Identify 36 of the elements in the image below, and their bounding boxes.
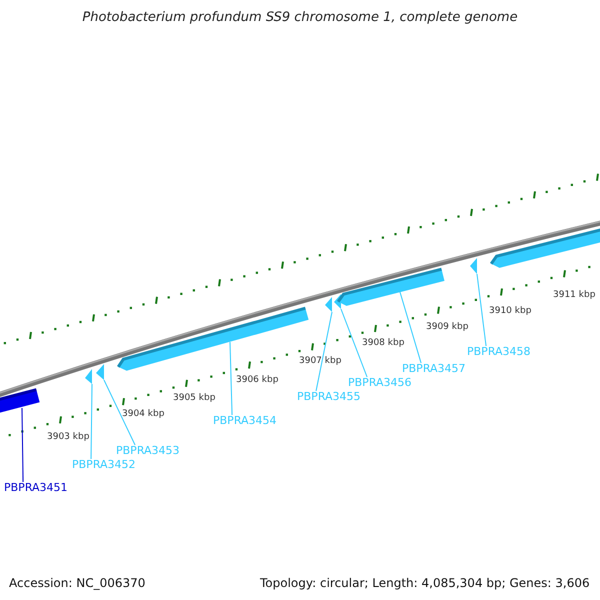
scale-label: 3907 kbp bbox=[299, 356, 342, 367]
scale-label: 3911 kbp bbox=[553, 290, 596, 301]
scale-label: 3903 kbp bbox=[47, 432, 90, 443]
title: Photobacterium profundum SS9 chromosome 1, complete genome bbox=[81, 10, 519, 26]
leader-line bbox=[476, 274, 487, 346]
gene-label: PBPRA3457 bbox=[402, 362, 466, 376]
scale-label: 3905 kbp bbox=[173, 393, 216, 404]
leader-line bbox=[340, 308, 368, 378]
gene-label: PBPRA3453 bbox=[116, 444, 180, 458]
gene-label: PBPRA3452 bbox=[72, 458, 136, 472]
gene-label: PBPRA3456 bbox=[348, 376, 412, 390]
leader-line bbox=[104, 380, 136, 446]
gene-feature bbox=[96, 364, 104, 380]
scale-label: 3909 kbp bbox=[426, 322, 468, 333]
footer-text: Accession: NC_006370 bbox=[9, 576, 146, 590]
scale-label: 3910 kbp bbox=[489, 306, 532, 317]
scale-label: 3906 kbp bbox=[236, 375, 278, 386]
leader-line bbox=[316, 312, 332, 392]
gene-label: PBPRA3455 bbox=[297, 390, 361, 404]
gene-label: PBPRA3454 bbox=[213, 414, 277, 428]
leader-line bbox=[400, 292, 422, 364]
scale-label: 3904 kbp bbox=[122, 409, 164, 420]
scale-label: 3908 kbp bbox=[362, 338, 404, 349]
gene-feature bbox=[336, 268, 444, 306]
gene-feature bbox=[85, 369, 92, 384]
footer-text: Topology: circular; Length: 4,085,304 bp; Genes: 3,606 bbox=[260, 576, 590, 590]
gene-feature bbox=[325, 297, 332, 312]
gene-label: PBPRA3458 bbox=[467, 345, 531, 358]
gene-feature bbox=[470, 258, 477, 274]
leader-line bbox=[230, 342, 233, 416]
leader-line bbox=[22, 408, 24, 482]
gene-label: PBPRA3451 bbox=[4, 481, 68, 494]
gene-feature bbox=[0, 388, 40, 414]
leader-line bbox=[90, 384, 92, 460]
gene-feature bbox=[490, 228, 600, 268]
gene-feature bbox=[334, 294, 341, 309]
